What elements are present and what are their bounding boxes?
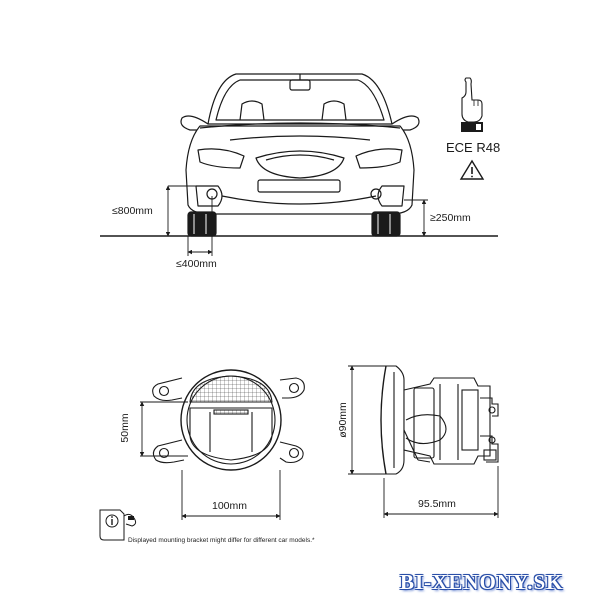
lamp-diameter-dimension [348,365,390,475]
watermark: BI-XENONY.SK [400,570,564,594]
hand-finger-icon [461,77,483,132]
height-max-dimension [165,185,196,237]
height-max-label: ≤800mm [112,205,153,217]
lamp-width-dimension [181,470,281,520]
bracket-note: Displayed mounting bracket might differ … [128,537,315,544]
ece-regulation-label: ECE R48 [446,140,501,155]
side-distance-label: ≤400mm [176,258,217,270]
fog-lamp-front-icon [152,369,305,471]
lamp-depth-dimension [383,466,499,518]
height-min-dimension [404,199,428,237]
lamp-height-label: 50mm [119,413,131,443]
warning-triangle-icon [459,159,485,180]
car-front-icon [180,73,420,237]
lamp-width-label: 100mm [212,500,248,512]
lamp-depth-label: 95.5mm [418,498,456,510]
lamp-diameter-label: ø90mm [337,402,349,438]
side-dimension [187,196,213,256]
fog-lamp-side-icon [380,365,499,475]
info-document-icon [99,509,137,541]
height-min-label: ≥250mm [430,212,471,224]
lamp-height-dimension [139,401,188,457]
